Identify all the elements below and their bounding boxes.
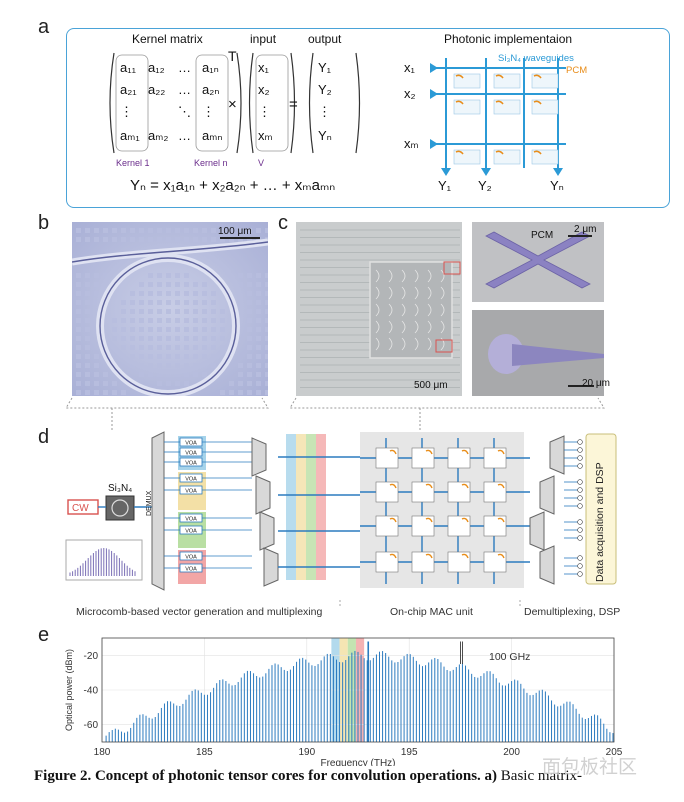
- figure-caption: Figure 2. Concept of photonic tensor cor…: [34, 768, 674, 785]
- input-cell: x₂: [258, 82, 270, 97]
- output-cell: Yₙ: [318, 128, 332, 143]
- photonic-title: Photonic implementaion: [444, 32, 573, 46]
- kernel-cell: a₂₂: [148, 82, 166, 97]
- kernel-cell: a₁ₙ: [202, 60, 219, 75]
- kernel-cell: aₘ₂: [148, 128, 169, 143]
- kernel-cell: ⋱: [178, 104, 191, 119]
- kernel-cell: a₁₁: [120, 60, 137, 75]
- panel-d-label: d: [38, 426, 50, 448]
- caption-plain: Basic matrix-: [497, 768, 583, 784]
- panel-a-graphics: [109, 52, 566, 176]
- kernel-cell: a₂₁: [120, 82, 137, 97]
- svg-text:VOA: VOA: [185, 461, 197, 467]
- panel-c-label: c: [278, 212, 288, 234]
- chip-micrograph: [296, 222, 462, 396]
- x-tick-label: 200: [503, 747, 520, 758]
- pcm-cell-sem: [472, 222, 604, 302]
- output-cell: Y₂: [318, 82, 332, 97]
- svg-text:VOA: VOA: [185, 441, 197, 447]
- output-cell: Y₁: [318, 60, 332, 75]
- pcm-label-a: PCM: [566, 65, 588, 76]
- plot-frame: [101, 637, 615, 743]
- section-mac-unit: On-chip MAC unit: [390, 606, 473, 618]
- kernel-1-label: Kernel 1: [116, 158, 150, 168]
- photonic-output: Y₁: [438, 178, 452, 193]
- y-tick-label: -40: [84, 686, 99, 697]
- svg-text:VOA: VOA: [185, 567, 197, 573]
- callout-lines: [65, 397, 605, 432]
- kernel-cell: ⋮: [120, 104, 133, 119]
- system-schematic: VOA VOA VOA VOA VOA VOA VOA VOA VOA: [65, 431, 617, 591]
- coupler-scale: 20 μm: [582, 378, 610, 389]
- transpose-mark: T: [228, 48, 237, 64]
- x-axis-label: Frequency (THz): [320, 758, 395, 766]
- caption-bold: Figure 2. Concept of photonic tensor cor…: [34, 768, 498, 784]
- x-tick-label: 205: [606, 747, 623, 758]
- x-tick-label: 185: [196, 747, 213, 758]
- kernel-cell: …: [178, 82, 191, 97]
- svg-text:VOA: VOA: [185, 477, 197, 483]
- section-dividers: [339, 600, 521, 608]
- spacing-annotation: 100 GHz: [489, 651, 531, 663]
- pcm-scale: 2 μm: [574, 224, 597, 235]
- summation-equation: Yₙ = x₁a₁ₙ + x₂a₂ₙ + … + xₘaₘₙ: [130, 177, 336, 194]
- svg-text:VOA: VOA: [185, 555, 197, 561]
- y-tick-label: -60: [84, 720, 99, 731]
- svg-text:VOA: VOA: [185, 529, 197, 535]
- panel-c-scale: 500 μm: [414, 380, 448, 391]
- y-axis-label: Optical power (dBm): [64, 649, 74, 731]
- photonic-input: x₂: [404, 86, 416, 101]
- x-tick-label: 180: [94, 747, 111, 758]
- photonic-output: Yₙ: [550, 178, 564, 193]
- panel-b-scale: 100 μm: [218, 226, 252, 237]
- times-sign: ×: [228, 96, 237, 113]
- panel-a-frame: [66, 28, 670, 208]
- input-cell: x₁: [258, 60, 269, 75]
- y-tick-label: -20: [84, 651, 99, 662]
- svg-text:VOA: VOA: [185, 451, 197, 457]
- section-vector-generation: Microcomb-based vector generation and mu…: [76, 606, 323, 618]
- pcm-label-c: PCM: [531, 230, 554, 241]
- kernel-cell: aₘₙ: [202, 128, 223, 143]
- input-title: input: [250, 32, 277, 46]
- kernel-matrix-title: Kernel matrix: [132, 32, 203, 46]
- kernel-cell: a₁₂: [148, 60, 165, 75]
- kernel-cell: …: [178, 128, 191, 143]
- kernel-cell: aₘ₁: [120, 128, 140, 143]
- ring-resonator-micrograph: [72, 222, 268, 396]
- svg-text:VOA: VOA: [185, 517, 197, 523]
- cw-label: CW: [72, 503, 89, 514]
- sin-chip-label: Si₃N₄: [108, 483, 133, 494]
- demux-label: DEMUX: [146, 490, 153, 516]
- panel-b-label: b: [38, 212, 50, 234]
- x-tick-label: 190: [298, 747, 315, 758]
- photonic-output: Y₂: [478, 178, 492, 193]
- input-cell: xₘ: [258, 128, 273, 143]
- kernel-cell: …: [178, 60, 191, 75]
- svg-text:VOA: VOA: [185, 489, 197, 495]
- output-cell: ⋮: [318, 104, 331, 119]
- v-label: V: [258, 158, 265, 168]
- section-demux-dsp: Demultiplexing, DSP: [524, 606, 621, 618]
- output-title: output: [308, 32, 342, 46]
- kernel-cell: ⋮: [202, 104, 215, 119]
- x-tick-label: 195: [401, 747, 418, 758]
- equals-sign: =: [289, 96, 298, 113]
- coupler-sem: [472, 310, 604, 396]
- panel-a-label: a: [38, 16, 50, 38]
- kernel-n-label: Kernel n: [194, 158, 228, 168]
- panel-e-label: e: [38, 624, 50, 646]
- watermark: 面包板社区: [542, 756, 638, 778]
- daq-label: Data acquisition and DSP: [594, 462, 606, 582]
- photonic-input: xₘ: [404, 136, 419, 151]
- comb-lines: [105, 650, 614, 742]
- photonic-input: x₁: [404, 60, 415, 75]
- sin-waveguide-label: Si₃N₄ waveguides: [498, 53, 574, 64]
- input-cell: ⋮: [258, 104, 271, 119]
- kernel-cell: a₂ₙ: [202, 82, 220, 97]
